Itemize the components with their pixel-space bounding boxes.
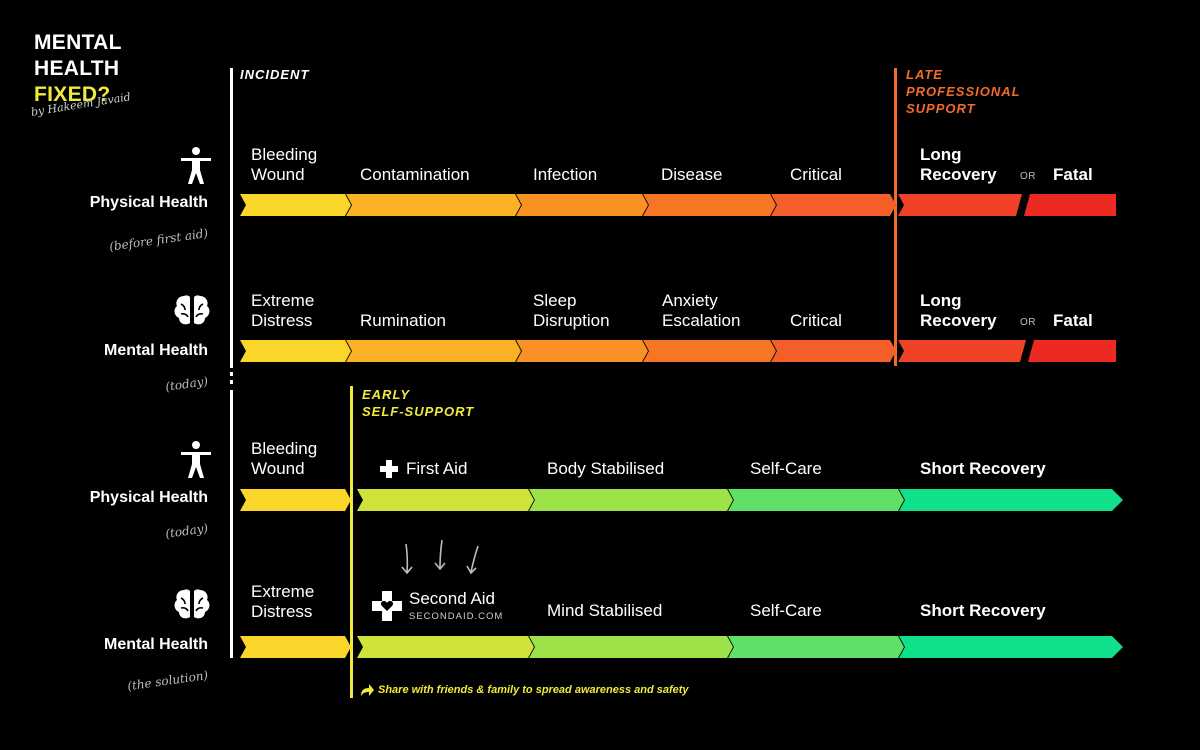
page-title: MENTAL HEALTH FIXED? (34, 30, 122, 108)
bar-segment (898, 340, 1026, 362)
row-sublabel: (the solution) (126, 668, 209, 694)
or-separator: OR (1020, 317, 1036, 328)
bar-segment (771, 194, 896, 216)
row-label: Mental Health (103, 636, 208, 653)
timeline-bar (234, 487, 1129, 513)
person-icon (176, 440, 216, 480)
share-arrow-icon[interactable] (360, 683, 374, 697)
incident-line-top (230, 68, 233, 368)
row-label: Physical Health (89, 489, 208, 506)
or-separator: OR (1020, 171, 1036, 182)
title-line-2: HEALTH (34, 57, 120, 80)
timeline-bar (234, 634, 1129, 660)
late-support-word-3: SUPPORT (906, 101, 976, 116)
row-sublabel: (today) (164, 521, 209, 541)
late-support-word-1: LATE (906, 67, 943, 82)
row-label: Mental Health (103, 342, 208, 359)
stage-label: Self-Care (750, 459, 822, 478)
stage-label: Body Stabilised (547, 459, 665, 478)
title-line-3: FIXED? (34, 83, 111, 106)
incident-line-bottom (230, 390, 233, 658)
bar-segment (899, 636, 1123, 658)
stage-label: Critical (790, 165, 842, 184)
bar-segment (346, 194, 521, 216)
second-aid-heart-icon (372, 591, 402, 621)
early-support-word-1: EARLY (362, 387, 411, 402)
bar-segment (240, 489, 351, 511)
bar-segment (529, 489, 733, 511)
stage-label: Rumination (360, 311, 446, 330)
outcome-short-recovery: Short Recovery (920, 459, 1046, 478)
stage-label: Second Aid (409, 589, 496, 608)
outcome-fatal: Fatal (1053, 165, 1093, 184)
early-support-word-2: SELF-SUPPORT (362, 404, 475, 419)
stage-label: Disease (661, 165, 723, 184)
brain-icon (172, 584, 212, 624)
bar-segment (240, 194, 351, 216)
bar-segment (240, 636, 351, 658)
stage-label: Critical (790, 311, 842, 330)
title-line-1: MENTAL (34, 31, 122, 54)
bar-segment (346, 340, 521, 362)
late-support-line (894, 68, 897, 366)
bar-segment (1028, 340, 1116, 362)
bar-segment (728, 636, 904, 658)
early-support-line (350, 386, 353, 698)
bar-segment (899, 489, 1123, 511)
bar-segment (771, 340, 896, 362)
bar-segment (643, 194, 776, 216)
bar-segment (1024, 194, 1116, 216)
bar-segment (516, 194, 648, 216)
brain-icon (172, 290, 212, 330)
bar-segment (728, 489, 904, 511)
outcome-fatal: Fatal (1053, 311, 1093, 330)
bar-segment (529, 636, 733, 658)
bar-segment (357, 636, 534, 658)
bar-segment (898, 194, 1022, 216)
stage-label: Infection (533, 165, 598, 184)
bar-segment (516, 340, 648, 362)
late-support-word-2: PROFESSIONAL (906, 84, 1021, 99)
early-support-marker: EARLY SELF-SUPPORT (362, 386, 474, 420)
late-support-marker: LATE PROFESSIONAL SUPPORT (906, 66, 1021, 117)
stage-label: First Aid (406, 459, 468, 478)
plus-icon (380, 460, 398, 478)
outcome-short-recovery: Short Recovery (920, 601, 1046, 620)
row-sublabel: (before first aid) (108, 226, 209, 254)
timeline-bar (234, 338, 1124, 364)
down-arrows-icon (398, 540, 488, 580)
stage-label: Mind Stabilised (547, 601, 663, 620)
bar-segment (643, 340, 776, 362)
person-icon (176, 146, 216, 186)
bar-segment (357, 489, 534, 511)
stage-label: Self-Care (750, 601, 822, 620)
incident-marker: INCIDENT (240, 67, 310, 82)
timeline-bar (234, 192, 1124, 218)
row-sublabel: (today) (164, 374, 209, 394)
row-label: Physical Health (89, 194, 208, 211)
stage-label: Contamination (360, 165, 470, 184)
incident-line-dot1 (230, 372, 233, 376)
bar-segment (240, 340, 351, 362)
incident-line-dot2 (230, 380, 233, 384)
second-aid-url: SECONDAID.COM (409, 611, 504, 622)
share-text[interactable]: Share with friends & family to spread aw… (378, 684, 689, 696)
